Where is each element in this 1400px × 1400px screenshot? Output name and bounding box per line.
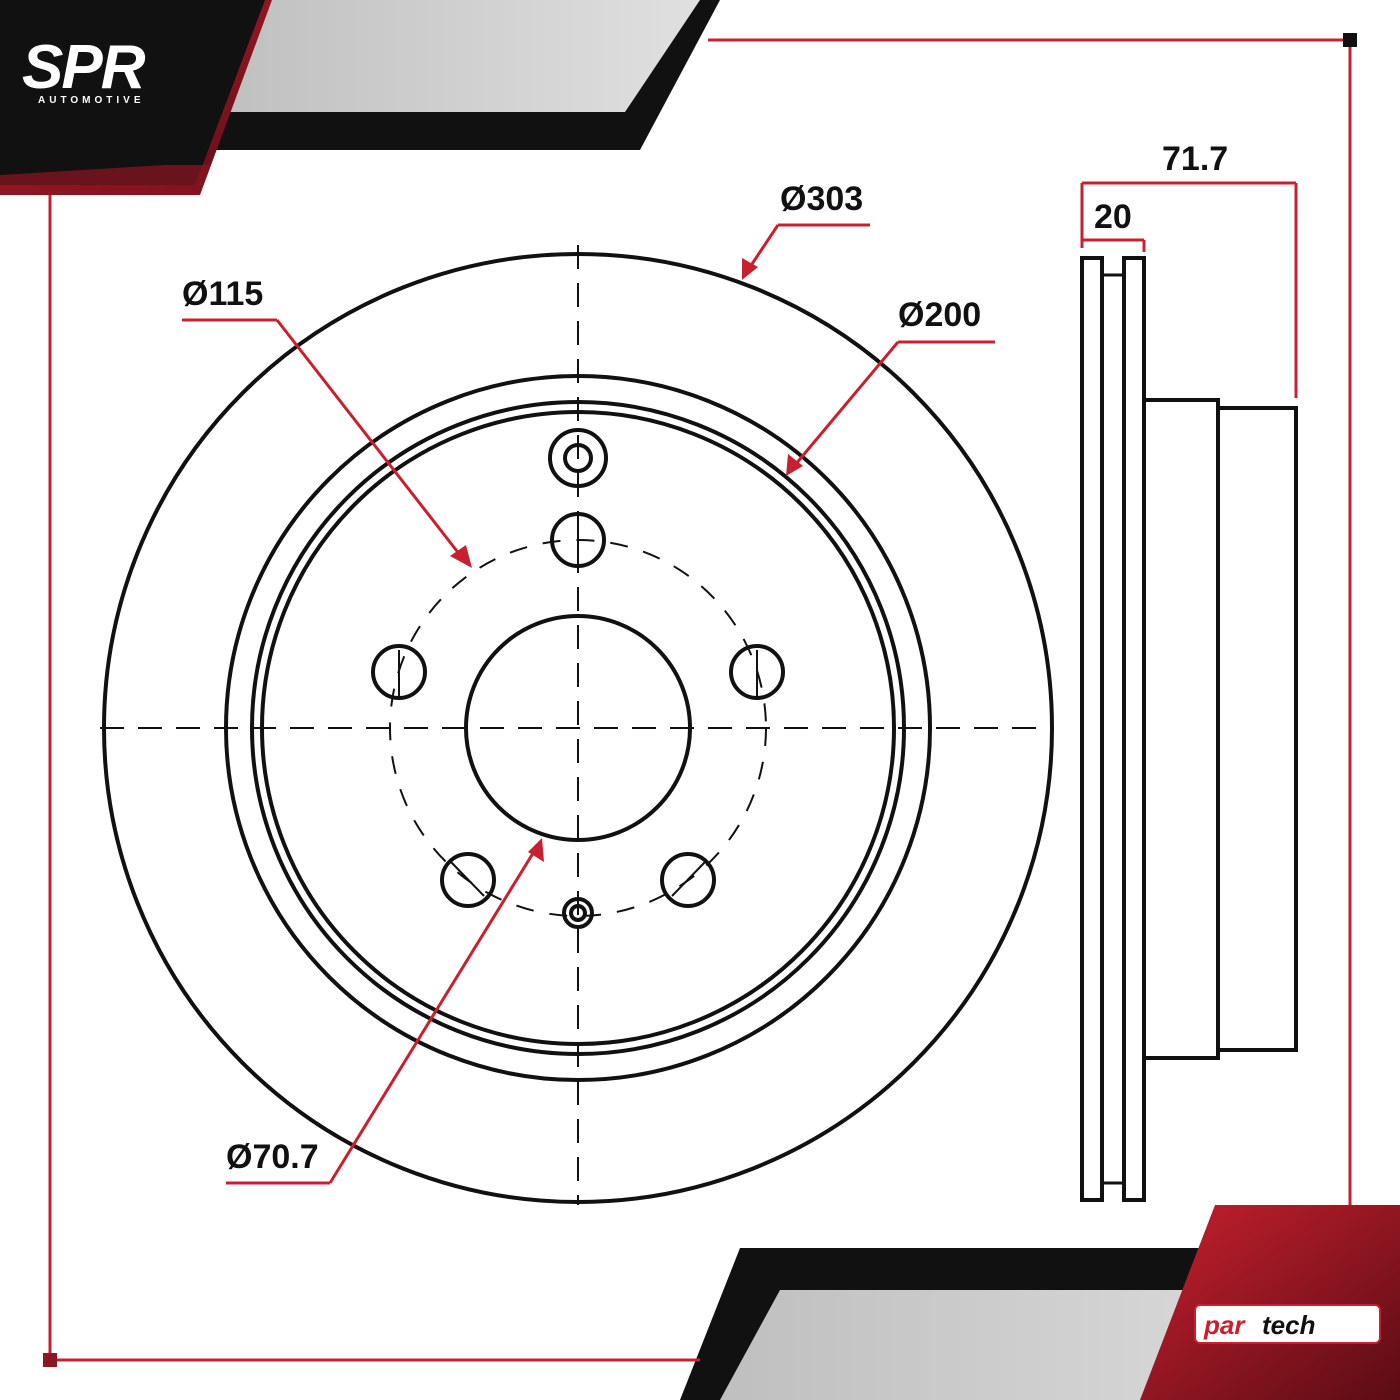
logo-subtext: AUTOMOTIVE: [38, 95, 144, 106]
spr-logo: SPR AUTOMOTIVE: [22, 33, 148, 106]
bottom-right-banner: [680, 1205, 1400, 1400]
friction-plate-inner: [1122, 256, 1146, 1202]
hat-diameter-label: Ø200: [898, 296, 981, 334]
lug-hole: [660, 852, 716, 908]
badge-text-par: par: [1203, 1310, 1246, 1340]
lug-hole-center-lines: [398, 520, 758, 897]
outer-diameter-label: Ø303: [780, 180, 863, 218]
top-left-banner: [0, 0, 720, 195]
badge-text-tech: tech: [1262, 1310, 1315, 1340]
center-lines: [100, 245, 1052, 1205]
friction-plate-outer: [1080, 256, 1104, 1202]
lug-hole: [440, 852, 496, 908]
dimension-leaders: [182, 223, 995, 1185]
overall-height-label: 71.7: [1162, 140, 1228, 178]
bolt-circle-label: Ø115: [182, 275, 263, 313]
side-dimension-lines: [1080, 181, 1298, 398]
center-bore-label: Ø70.7: [226, 1138, 319, 1176]
hat-flange: [1216, 406, 1298, 1052]
partech-badge: par tech: [1194, 1304, 1381, 1344]
red-frame: [48, 38, 1352, 1362]
logo-text: SPR: [22, 33, 146, 102]
dimension-arrowheads: [450, 258, 803, 862]
rotor-side-view: [1080, 256, 1298, 1202]
thickness-label: 20: [1094, 198, 1132, 236]
frame-corner-marker: [1343, 33, 1357, 47]
hat-section: [1142, 398, 1220, 1060]
frame-corner-marker: [43, 1353, 57, 1367]
